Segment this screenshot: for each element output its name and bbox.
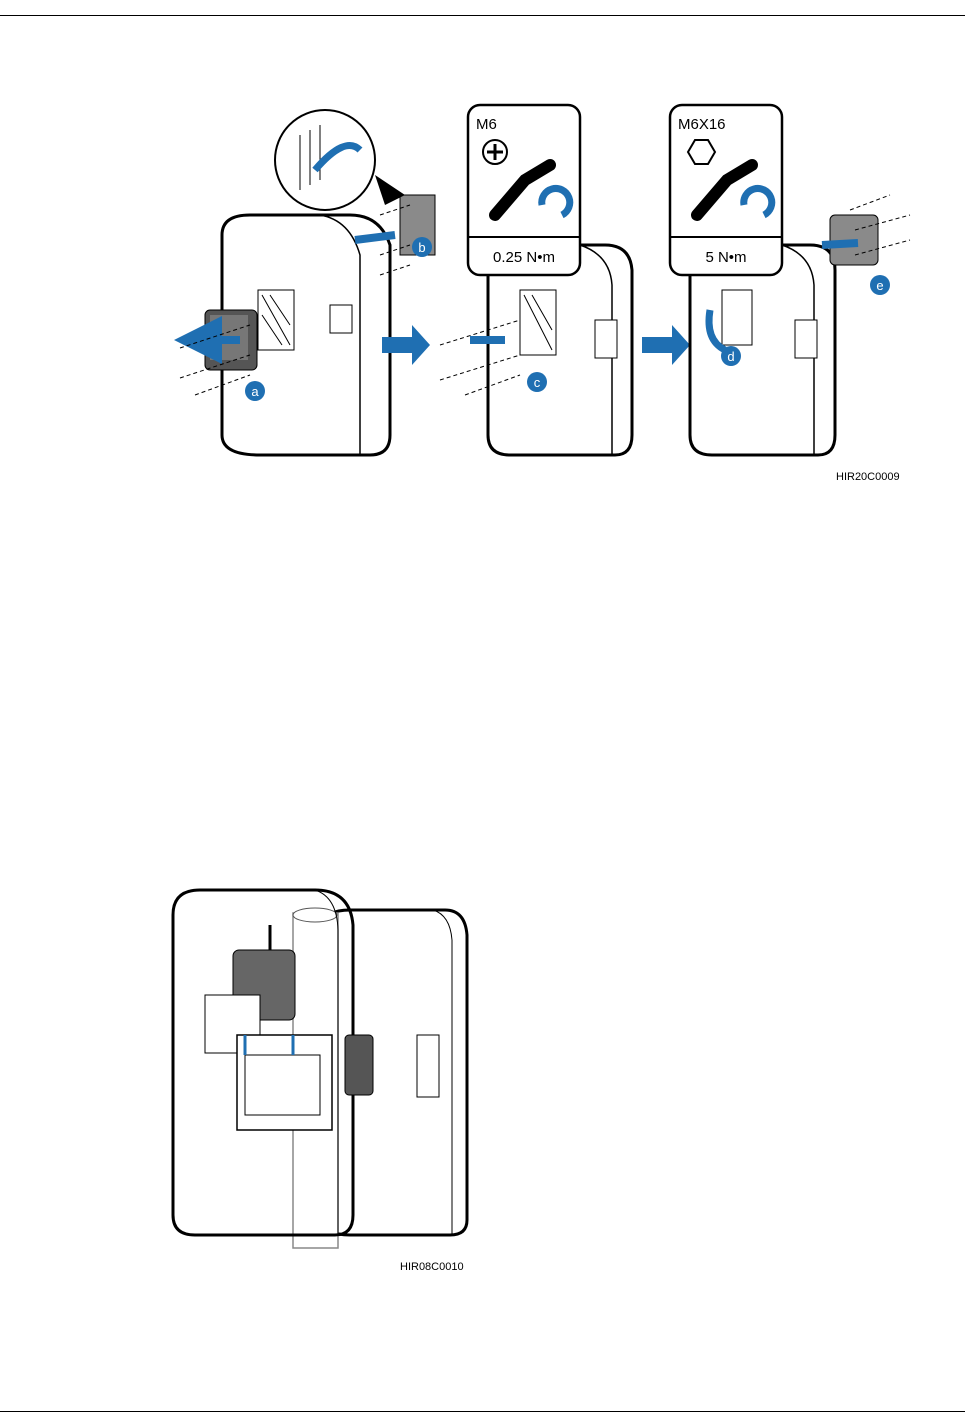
panel-c-device bbox=[440, 245, 632, 455]
footer-rule bbox=[0, 1411, 965, 1412]
torque-spec-025: 0.25 N•m bbox=[493, 249, 555, 266]
figure-1-installation-steps: a b c M6 0.25 N•m bbox=[150, 95, 930, 495]
header-rule bbox=[0, 15, 965, 16]
screw-spec-m6: M6 bbox=[476, 116, 497, 133]
screw-spec-m6x16: M6X16 bbox=[678, 116, 726, 133]
next-step-arrow-2 bbox=[642, 325, 690, 365]
panel-a-b-device bbox=[180, 110, 435, 455]
torque-spec-5: 5 N•m bbox=[705, 249, 746, 266]
step-label-c: c bbox=[534, 375, 541, 390]
step-label-e: e bbox=[876, 278, 883, 293]
step-label-d: d bbox=[727, 349, 734, 364]
figure-2-pole-mounted-devices bbox=[165, 885, 475, 1250]
figure-2-code: HIR08C0010 bbox=[400, 1261, 464, 1273]
figure-1-code: HIR20C0009 bbox=[836, 471, 900, 483]
step-label-b: b bbox=[418, 240, 425, 255]
step-label-a: a bbox=[251, 384, 259, 399]
